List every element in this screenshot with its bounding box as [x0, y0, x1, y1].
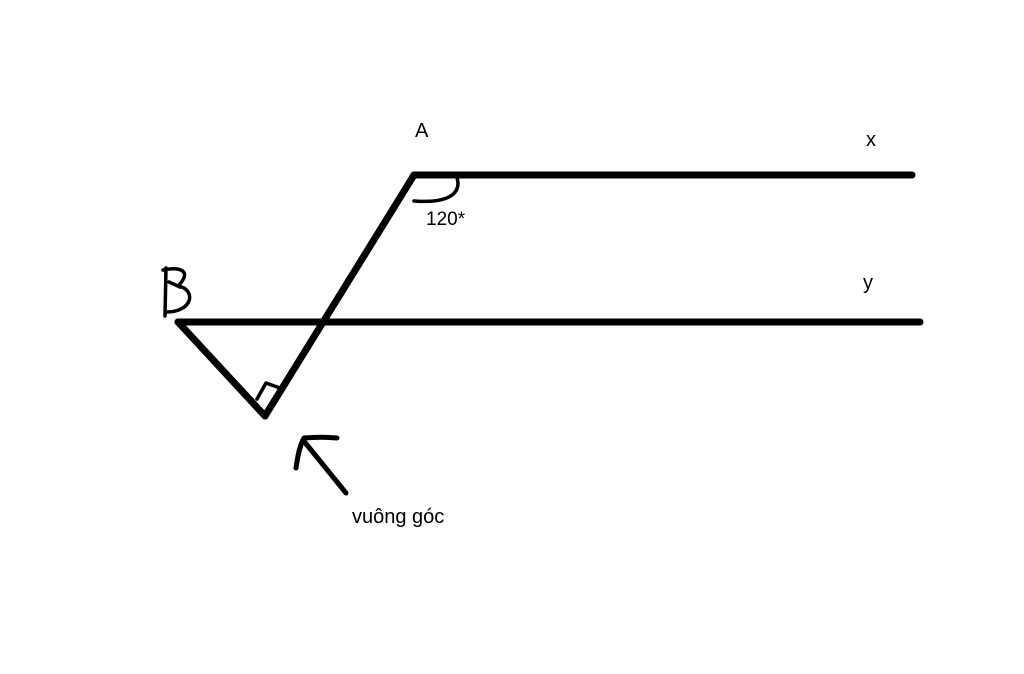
perpendicular-segment: [174, 318, 269, 420]
arrow-pointer: [293, 434, 349, 496]
point-a-label: A: [415, 120, 429, 142]
ray-x-label: x: [866, 129, 876, 151]
ray-y-label: y: [863, 272, 873, 294]
perpendicular-note: vuông góc: [352, 506, 445, 528]
angle-arc-at-a: [412, 175, 460, 204]
point-b-label: [161, 266, 192, 318]
right-angle-mark: [255, 381, 282, 407]
transversal-line: [261, 171, 418, 420]
angle-value-label: 120*: [426, 209, 466, 230]
